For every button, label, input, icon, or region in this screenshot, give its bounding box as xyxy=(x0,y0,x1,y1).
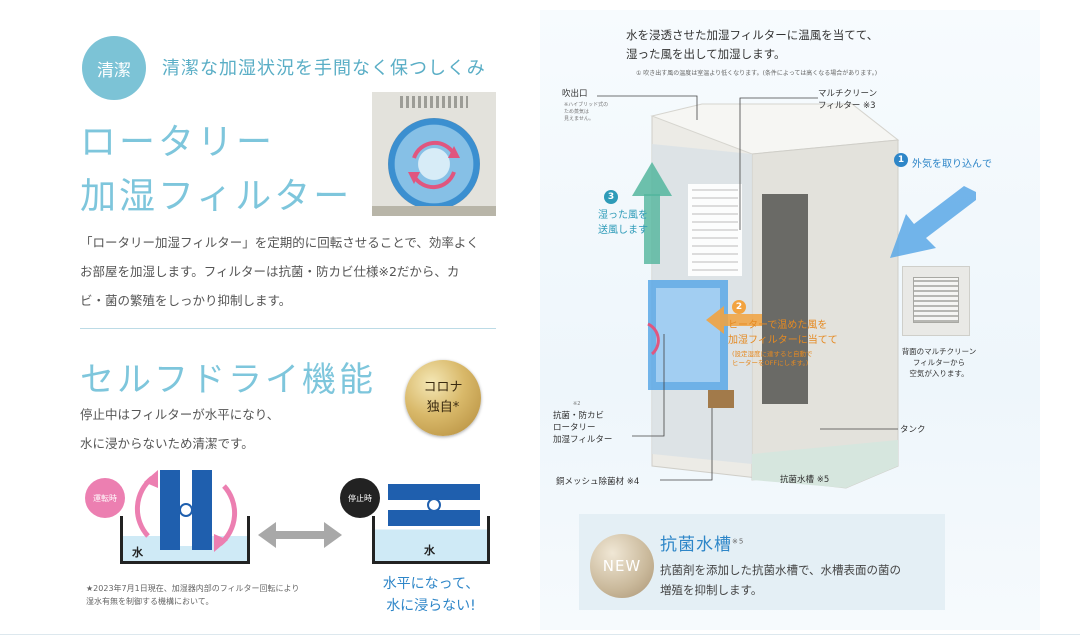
outlet-note: ※ハイブリッド式の ため蒸気は 見えません。 xyxy=(564,102,608,123)
copper-leader-line xyxy=(660,408,713,481)
corona-original-badge: コロナ 独自* xyxy=(405,360,481,436)
outlet-leader-line xyxy=(597,95,698,120)
step-2-line: 加湿フィルターに当てて xyxy=(728,335,838,346)
tank-label: タンク xyxy=(900,425,926,435)
rotary-filter-label-line: 加湿フィルター xyxy=(553,435,613,445)
corona-badge-line-1: コロナ xyxy=(423,380,463,395)
step-1-number: 1 xyxy=(894,153,908,167)
step-2-number: 2 xyxy=(732,300,746,314)
back-filter-line: 空気が入ります。 xyxy=(909,369,969,378)
rotary-filter-photo xyxy=(372,92,496,216)
running-state-label: 運転時 xyxy=(93,493,117,503)
stopped-state-badge: 停止時 xyxy=(340,478,380,518)
rotary-label-note: ※2 xyxy=(573,401,581,407)
step-3-line: 送風します xyxy=(598,225,648,236)
rotary-title-line-2: 加湿フィルター xyxy=(80,176,353,217)
rotary-description-line: お部屋を加湿します。フィルターは抗菌・防カビ仕様※2だから、カ xyxy=(80,264,460,279)
step-2-text: ヒーターで温めた風を 加湿フィルターに当てて xyxy=(728,318,838,348)
back-filter-grille xyxy=(913,277,959,323)
outlet-note-line: ※ハイブリッド式の xyxy=(564,102,609,108)
rotary-filter-label: 抗菌・防カビ ロータリー 加湿フィルター xyxy=(553,410,612,446)
outlet-note-line: 見えません。 xyxy=(564,116,594,122)
rotary-description-line: 「ロータリー加湿フィルター」を定期的に回転させることで、効率よく xyxy=(80,235,479,250)
back-filter-photo xyxy=(902,266,970,336)
outlet-note-line: ため蒸気は xyxy=(564,109,590,115)
footnote-text: ★2023年7月1日現在、加湿器内部のフィルター回転により 湿水有無を制御する機… xyxy=(86,582,356,608)
mechanism-caption-line: 湿った風を出して加湿します。 xyxy=(626,47,786,61)
rotary-filter-title: ロータリー 加湿フィルター xyxy=(80,116,352,224)
outlet-label: 吹出口 xyxy=(562,89,588,99)
stopped-state-label: 停止時 xyxy=(348,493,372,503)
rotary-description-line: ビ・菌の繁殖をしっかり抑制します。 xyxy=(80,293,292,308)
section-divider xyxy=(80,328,496,329)
multi-clean-filter-line: フィルター ※3 xyxy=(818,101,876,111)
intake-arrow-icon xyxy=(890,186,976,258)
multi-clean-filter-line: マルチクリーン xyxy=(818,89,878,99)
step-2-note-line: ヒーターをOFFにします。) xyxy=(732,359,809,367)
rotary-title-line-1: ロータリー xyxy=(80,122,276,163)
new-feature-description-line: 抗菌剤を添加した抗菌水槽で、水槽表面の菌の xyxy=(660,563,902,577)
catchphrase-line: 水に浸らない! xyxy=(386,598,476,614)
self-dry-title: セルフドライ機能 xyxy=(80,360,376,400)
rotation-arrows-icon xyxy=(408,140,460,190)
self-dry-description: 停止中はフィルターが水平になり、 水に浸からないため清潔です。 xyxy=(80,400,400,458)
photo-vent xyxy=(400,96,468,108)
new-feature-title: 抗菌水槽※5 xyxy=(660,530,744,555)
new-feature-title-text: 抗菌水槽 xyxy=(660,535,732,555)
multi-clean-filter-label: マルチクリーン フィルター ※3 xyxy=(818,88,877,112)
running-water-label: 水 xyxy=(132,546,143,559)
fan-grille xyxy=(688,184,742,276)
catchphrase-line: 水平になって、 xyxy=(382,576,480,592)
running-state-badge: 運転時 xyxy=(85,478,125,518)
photo-base xyxy=(372,206,496,216)
mechanism-caption-note: ① 吹き出す風の温度は室温より低くなります。(条件によっては高くなる場合がありま… xyxy=(636,70,878,77)
rotary-leader-line xyxy=(632,334,665,437)
new-feature-description: 抗菌剤を添加した抗菌水槽で、水槽表面の菌の 増殖を抑制します。 xyxy=(660,560,940,600)
step-3-line: 湿った風を xyxy=(598,210,648,221)
new-feature-title-note: ※5 xyxy=(732,537,745,546)
step-2-line: ヒーターで温めた風を xyxy=(728,320,828,331)
rotary-description: 「ロータリー加湿フィルター」を定期的に回転させることで、効率よく お部屋を加湿し… xyxy=(80,228,500,315)
cleanliness-badge-label: 清潔 xyxy=(97,60,131,81)
self-dry-description-line: 水に浸からないため清潔です。 xyxy=(80,436,254,451)
bottom-divider xyxy=(0,634,1080,635)
copper-mesh-label: 銅メッシュ除菌材 ※4 xyxy=(556,477,640,487)
rotary-filter-disk xyxy=(388,118,480,210)
rotary-filter-label-line: ロータリー xyxy=(553,423,596,433)
back-filter-label: 背面のマルチクリーン フィルターから 空気が入ります。 xyxy=(894,346,984,379)
new-badge: NEW xyxy=(590,534,654,598)
new-feature-description-line: 増殖を抑制します。 xyxy=(660,583,763,597)
self-dry-description-line: 停止中はフィルターが水平になり、 xyxy=(80,407,280,422)
step-3-number: 3 xyxy=(604,190,618,204)
stopped-water-label: 水 xyxy=(424,544,435,557)
step-1-text: 外気を取り込んで xyxy=(912,159,992,170)
multi-filter-leader-line xyxy=(739,97,818,230)
step-2-note: (設定湿度に達すると自動で ヒーターをOFFにします。) xyxy=(732,350,813,368)
step-2-note-line: (設定湿度に達すると自動で xyxy=(732,350,813,358)
humidifier-illustration xyxy=(632,103,900,489)
footnote-line: ★2023年7月1日現在、加湿器内部のフィルター回転により xyxy=(86,584,300,593)
back-filter-line: フィルターから xyxy=(912,358,966,367)
cleanliness-badge: 清潔 xyxy=(82,36,146,100)
horizontal-catchphrase: 水平になって、 水に浸らない! xyxy=(376,573,486,617)
double-arrow-icon xyxy=(258,522,342,548)
mechanism-caption-line: 水を浸透させた加湿フィルターに温風を当てて、 xyxy=(626,28,879,42)
stopped-filter-diagram xyxy=(388,484,480,526)
running-filter-diagram xyxy=(134,470,238,552)
tank-leader-line xyxy=(820,428,898,430)
rotary-filter-label-line: 抗菌・防カビ xyxy=(553,411,605,421)
footnote-line: 湿水有無を制御する機構において。 xyxy=(86,597,214,606)
corona-badge-line-2: 独自* xyxy=(426,400,460,415)
section-heading: 清潔な加湿状況を手間なく保つしくみ xyxy=(162,58,486,79)
tank-base-label: 抗菌水槽 ※5 xyxy=(780,475,830,485)
mechanism-caption: 水を浸透させた加湿フィルターに温風を当てて、 湿った風を出して加湿します。 xyxy=(626,26,878,64)
step-3-text: 湿った風を 送風します xyxy=(598,208,648,238)
back-filter-line: 背面のマルチクリーン xyxy=(901,347,977,356)
